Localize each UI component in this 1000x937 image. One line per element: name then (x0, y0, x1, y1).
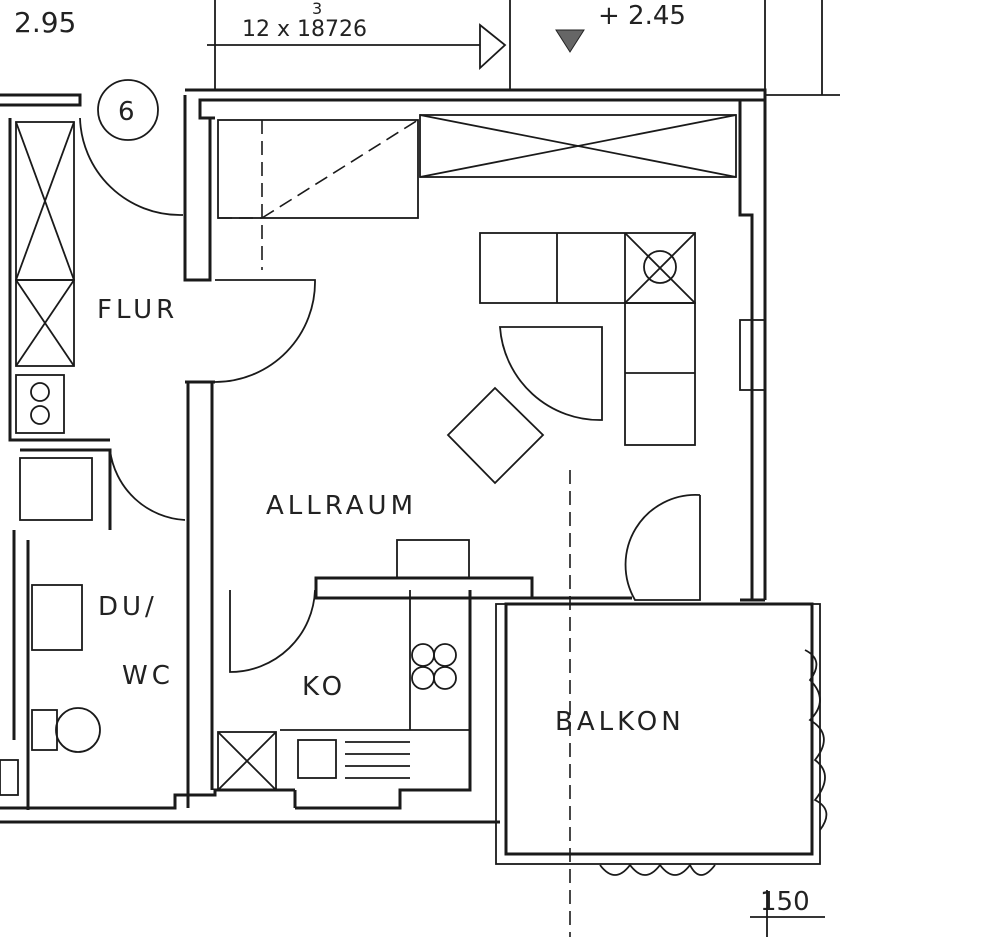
balcony-plants (599, 649, 828, 876)
furniture (217, 114, 737, 485)
door-allraum[interactable] (214, 279, 316, 383)
door-bath[interactable] (109, 449, 186, 521)
level-left-label: 2.95 (14, 6, 76, 39)
room-label-allraum: ALLRAUM (266, 491, 417, 521)
room-label-wc: WC (122, 661, 174, 691)
dimension-label: 150 (760, 887, 810, 917)
room-label-balkon: BALKON (555, 707, 685, 737)
door-kitchen[interactable] (229, 589, 316, 673)
walls (0, 88, 840, 937)
kitchen-fixtures (217, 590, 470, 791)
door-entry[interactable] (79, 117, 183, 216)
room-label-du: DU/ (98, 592, 158, 622)
stair-note-label: 12 x 18726 (242, 17, 367, 42)
staircase (207, 0, 823, 95)
stair-note-super: 3 (312, 0, 322, 18)
bath-fixtures (0, 457, 101, 796)
room-label-ko: KO (302, 672, 346, 702)
door-balcony[interactable] (624, 493, 701, 601)
unit-number-circle (97, 79, 159, 141)
level-marker-icon (555, 29, 585, 53)
wardrobe (15, 121, 75, 434)
room-label-flur: FLUR (97, 295, 178, 325)
level-right-label: + 2.45 (598, 1, 686, 31)
unit-number: 6 (118, 97, 135, 127)
